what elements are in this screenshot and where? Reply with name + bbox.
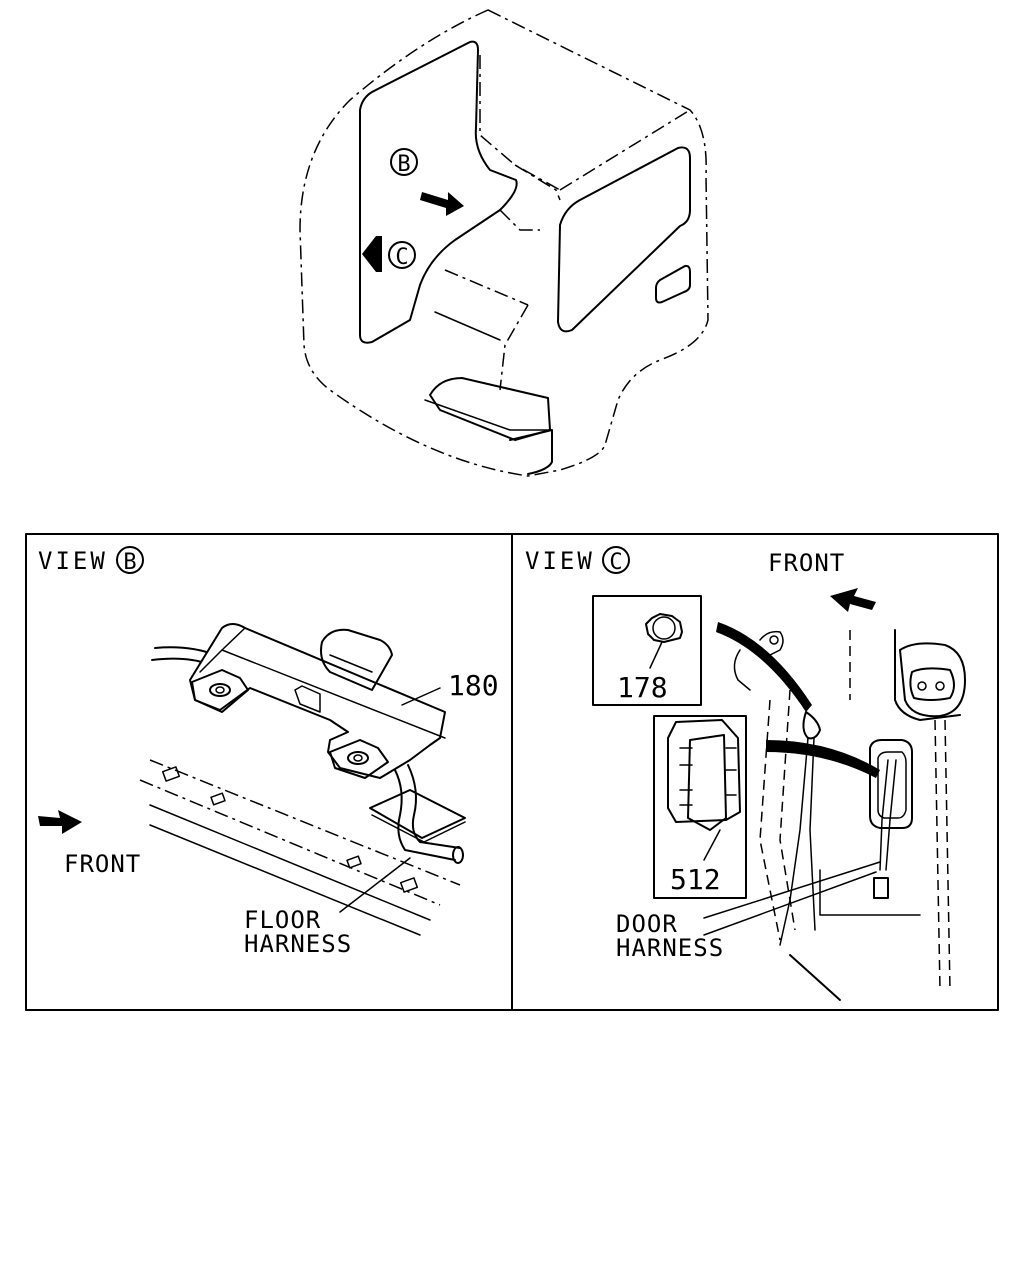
part-180-label: 180	[448, 669, 499, 702]
callout-c-circle	[388, 241, 416, 269]
views-frame	[25, 533, 999, 1011]
view-b-marker-letter: B	[123, 550, 136, 575]
arrow-c-icon	[362, 236, 382, 272]
view-c-marker-letter: C	[609, 550, 622, 575]
part-512-label: 512	[670, 863, 721, 896]
view-b-panel: VIEW B	[38, 546, 499, 958]
view-c-title: VIEW	[525, 547, 595, 575]
view-b-marker-circle	[116, 546, 144, 574]
view-b-title: VIEW	[38, 547, 108, 575]
front-label-c: FRONT	[768, 549, 845, 577]
part-512-box	[653, 715, 747, 899]
door-harness-label-1: DOOR	[616, 910, 678, 938]
front-arrow-b-icon	[38, 810, 82, 834]
callout-c-letter: C	[395, 245, 408, 270]
front-arrow-c-icon	[830, 588, 876, 612]
front-label-b: FRONT	[64, 850, 141, 878]
door-harness-label-2: HARNESS	[616, 934, 724, 962]
view-c-panel: VIEW C FRONT 178 512	[525, 546, 966, 1001]
view-c-marker-circle	[602, 546, 630, 574]
callout-b-circle	[390, 148, 418, 176]
callout-b-letter: B	[397, 152, 410, 177]
floor-harness-label-1: FLOOR	[244, 906, 321, 934]
part-178-box	[592, 595, 702, 706]
floor-harness-label-2: HARNESS	[244, 930, 352, 958]
cab-overview: B C	[299, 9, 709, 477]
part-178-label: 178	[617, 671, 668, 704]
arrow-b-icon	[420, 192, 464, 216]
